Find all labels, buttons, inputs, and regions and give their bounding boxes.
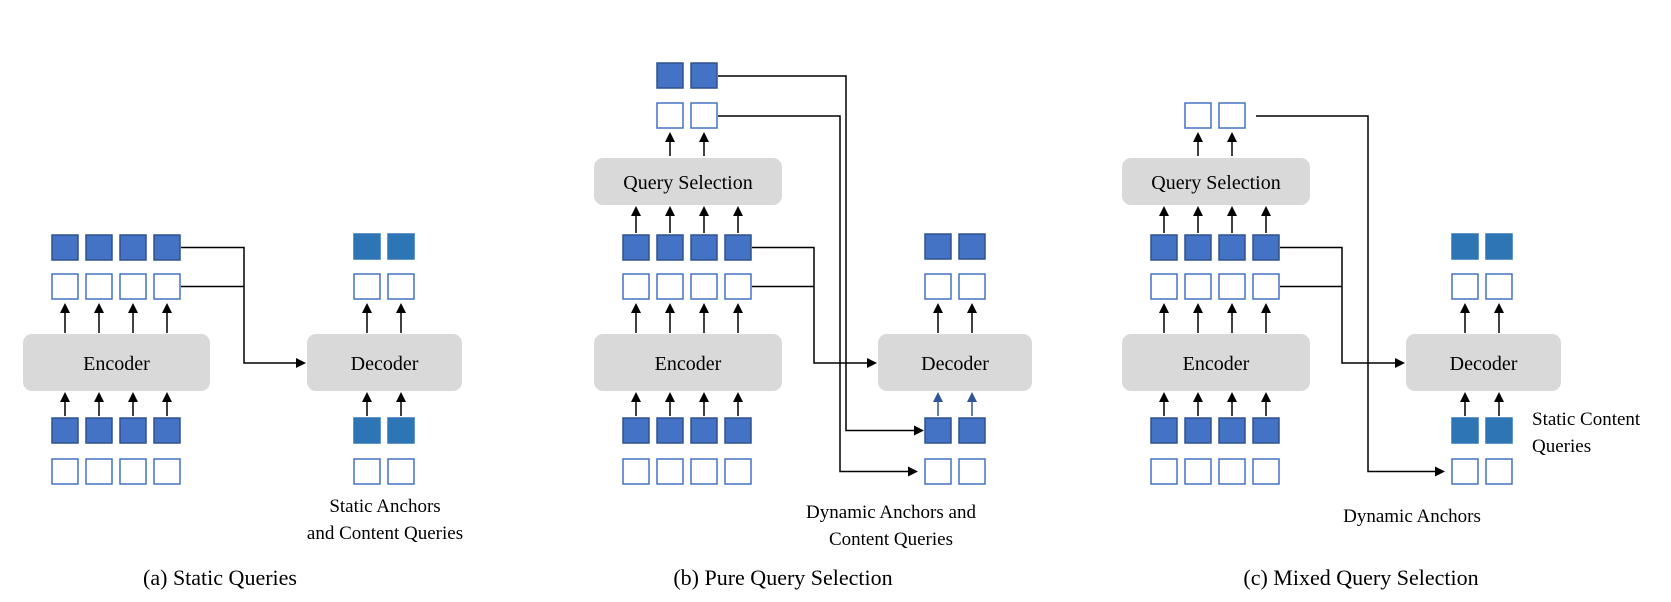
selected-content-queries [656,62,718,89]
decoder-output-arrows [362,303,406,333]
dynamic-content-queries [924,417,986,444]
selection-output-arrows [665,132,709,156]
decoder-output-content-queries [1451,233,1513,260]
decoder-block [878,334,1032,391]
encoder-input-features [1150,417,1280,444]
selection-output-arrows [1193,132,1237,156]
side-note-line-1: Static Content [1532,409,1641,430]
encoder-output-content-queries [51,234,181,261]
encoder-output-arrows [631,303,743,333]
encoder-input-positions [1150,458,1280,485]
decoder-note-line-1: Dynamic Anchors [1343,506,1481,527]
decoder-label: Decoder [921,353,989,375]
encoder-label: Encoder [1183,353,1250,375]
decoder-output-anchors [924,273,986,300]
query-selection-block [1122,158,1310,205]
decoder-note-line-1: Dynamic Anchors and [806,502,976,523]
panel-mixed-query-selection: Query Selection Encoder [1122,102,1641,590]
static-content-queries [353,417,415,444]
encoder-output-anchors [622,273,752,300]
encoder-block [23,334,210,391]
decoder-input-arrows [362,392,406,416]
encoder-block [1122,334,1310,391]
panel-pure-query-selection: Query Selection Encoder [594,62,1032,590]
encoder-input-features [51,417,181,444]
decoder-label: Decoder [1450,353,1518,375]
selection-input-arrows [631,206,743,233]
decoder-note-line-2: Content Queries [829,529,953,550]
panel-caption: (c) Mixed Query Selection [1243,565,1478,590]
encoder-input-arrows [60,392,172,416]
selected-queries-to-decoder-inputs [718,75,924,477]
encoder-to-decoder-connector [1280,246,1405,368]
query-selection-label: Query Selection [623,172,752,194]
decoder-output-anchors [353,273,415,300]
encoder-input-features [622,417,752,444]
dynamic-anchors [1451,458,1513,485]
decoder-output-arrows [933,303,977,333]
decoder-output-anchors [1451,273,1513,300]
panel-caption: (b) Pure Query Selection [673,565,892,590]
encoder-block [594,334,782,391]
encoder-output-anchors [51,273,181,300]
decoder-output-arrows [1460,303,1504,333]
selected-anchors [656,102,718,129]
encoder-input-arrows [1159,392,1271,416]
dynamic-anchors [924,458,986,485]
decoder-input-arrows [1460,392,1504,416]
panel-static-queries: Encoder [23,233,463,590]
side-note-line-2: Queries [1532,436,1591,457]
encoder-input-positions [622,458,752,485]
decoder-output-content-queries [353,233,415,260]
encoder-output-content-queries [622,234,752,261]
selection-input-arrows [1159,206,1271,233]
decoder-block [1406,334,1561,391]
encoder-output-anchors [1150,273,1280,300]
query-selection-block [594,158,782,205]
encoder-input-arrows [631,392,743,416]
decoder-block [307,334,462,391]
selected-anchors-to-decoder-input [1256,115,1445,477]
encoder-output-arrows [1159,303,1271,333]
decoder-input-arrows [933,392,977,416]
encoder-to-decoder-connector [181,246,306,368]
selected-anchors [1184,102,1246,129]
query-selection-label: Query Selection [1151,172,1280,194]
decoder-output-content-queries [924,233,986,260]
decoder-label: Decoder [351,353,419,375]
encoder-output-content-queries [1150,234,1280,261]
encoder-label: Encoder [83,353,150,375]
static-content-queries [1451,417,1513,444]
decoder-note-line-1: Static Anchors [329,496,440,517]
panel-caption: (a) Static Queries [143,565,297,590]
static-anchors [353,458,415,485]
encoder-label: Encoder [655,353,722,375]
decoder-note-line-2: and Content Queries [307,523,463,544]
encoder-output-arrows [60,303,172,333]
encoder-to-decoder-connector [752,246,877,368]
encoder-input-positions [51,458,181,485]
